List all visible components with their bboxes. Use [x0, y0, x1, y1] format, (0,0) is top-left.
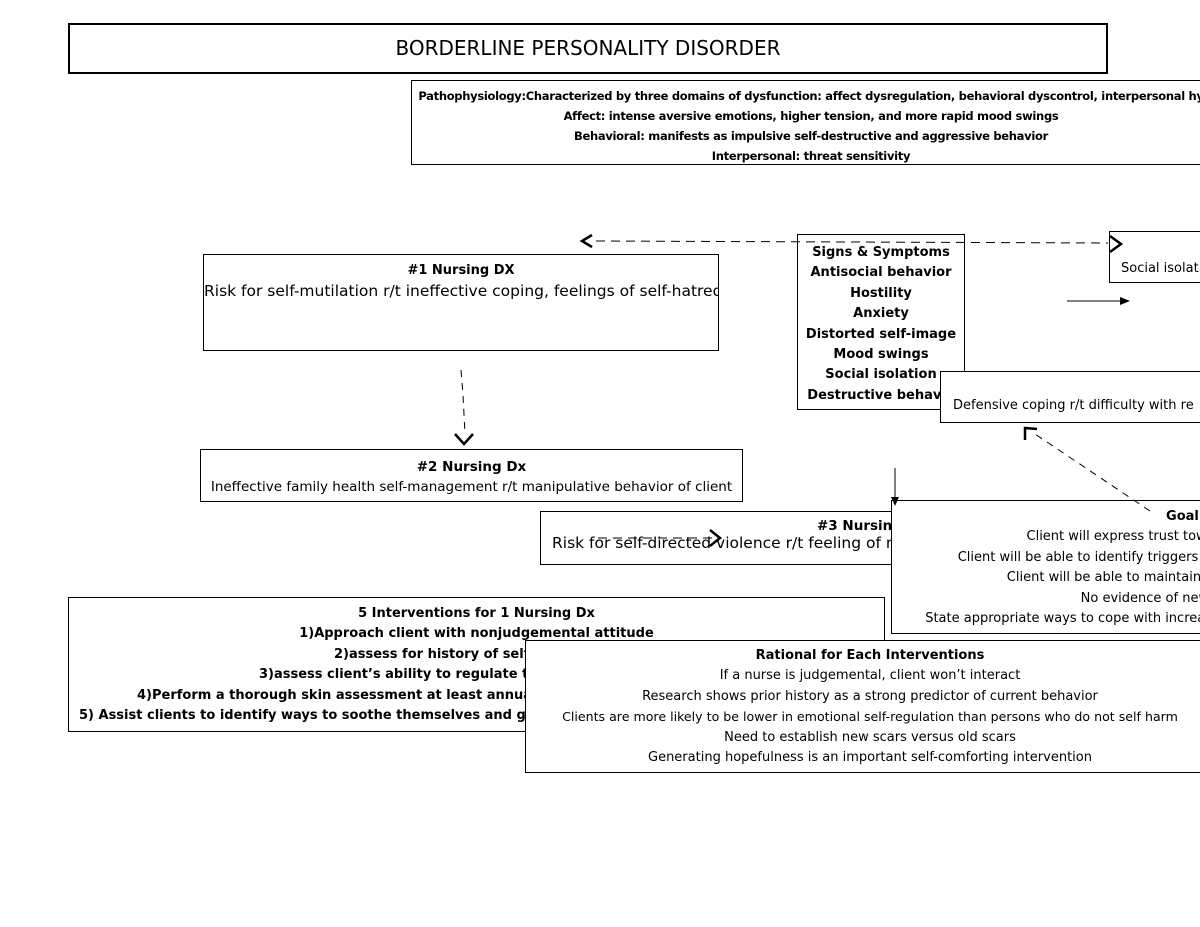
pathophysiology-line: Affect: intense aversive emotions, highe… — [563, 109, 1059, 123]
goal-item: Client will be able to maintain se — [1006, 570, 1200, 586]
pathophysiology-box: Pathophysiology:Characterized by three d… — [411, 80, 1200, 165]
interventions-heading: 5 Interventions for 1 Nursing Dx — [358, 606, 595, 621]
goals-heading: Goal fo — [1166, 509, 1200, 524]
nursing-dx-3-heading: #3 Nursing — [817, 518, 902, 534]
goal-item: No evidence of new s — [1080, 590, 1200, 606]
nursing-dx-1-text: Risk for self-mutilation r/t ineffective… — [204, 282, 719, 300]
intervention-item: 1)Approach client with nonjudgemental at… — [299, 626, 654, 642]
rationale-item: Need to establish new scars versus old s… — [724, 729, 1016, 745]
nursing-dx-2-box: #2 Nursing Dx Ineffective family health … — [200, 449, 743, 502]
signs-symptoms-heading: Signs & Symptoms — [812, 245, 950, 260]
symptom-item: Anxiety — [853, 306, 909, 322]
rationales-box: Rational for Each Interventions If a nur… — [525, 640, 1200, 773]
solid-arrow-right — [1067, 297, 1130, 305]
nursing-dx-2-heading: #2 Nursing Dx — [416, 459, 527, 475]
symptom-item: Social isolation — [825, 367, 937, 383]
nursing-dx-3-box: #3 Nursing Risk for self-directed violen… — [540, 511, 910, 565]
symptom-item: Antisocial behavior — [810, 265, 952, 281]
rationale-item: If a nurse is judgemental, client won’t … — [719, 668, 1021, 684]
nursing-dx-3-text: Risk for self-directed violence r/t feel… — [552, 534, 906, 552]
goals-box: Goal fo Client will express trust towar … — [891, 500, 1200, 634]
defensive-coping-box: Defensive coping r/t difficulty with re — [940, 371, 1200, 423]
diagram-title: BORDERLINE PERSONALITY DISORDER — [395, 36, 781, 60]
pathophysiology-line: Pathophysiology:Characterized by three d… — [418, 89, 1200, 103]
nursing-dx-2-text: Ineffective family health self-managemen… — [210, 479, 733, 495]
pathophysiology-line: Behavioral: manifests as impulsive self-… — [574, 129, 1048, 143]
symptom-item: Destructive behavio — [807, 387, 955, 403]
title-box: BORDERLINE PERSONALITY DISORDER — [68, 23, 1108, 74]
goal-item: State appropriate ways to cope with incr… — [925, 611, 1200, 627]
symptom-item: Mood swings — [833, 347, 929, 363]
rationale-item: Research shows prior history as a strong… — [642, 688, 1098, 704]
dashed-connector-dx1-to-dx2 — [454, 369, 474, 446]
intervention-item: 2)assess for history of self-h — [334, 646, 544, 662]
goal-item: Client will express trust towar — [1026, 529, 1200, 545]
rationale-item: Clients are more likely to be lower in e… — [562, 709, 1178, 725]
defensive-coping-text: Defensive coping r/t difficulty with re — [953, 398, 1194, 413]
social-isolation-text: Social isolat — [1121, 261, 1199, 276]
intervention-item: 5) Assist clients to identify ways to so… — [79, 708, 568, 724]
symptom-item: Hostility — [850, 285, 912, 301]
dashed-connector-goals-to-defensive — [1023, 426, 1151, 512]
goal-item: Client will be able to identify triggers… — [957, 549, 1200, 565]
intervention-item: 3)assess client’s ability to regulate th… — [259, 667, 551, 683]
intervention-item: 4)Perform a thorough skin assessment at … — [137, 687, 563, 703]
nursing-dx-1-box: #1 Nursing DX Risk for self-mutilation r… — [203, 254, 719, 351]
social-isolation-box: Social isolat — [1109, 231, 1200, 283]
pathophysiology-line: Interpersonal: threat sensitivity — [711, 149, 911, 163]
signs-symptoms-box: Signs & Symptoms Antisocial behavior Hos… — [797, 234, 965, 410]
nursing-dx-1-heading: #1 Nursing DX — [407, 263, 515, 278]
rationale-item: Generating hopefulness is an important s… — [648, 750, 1092, 766]
rationales-heading: Rational for Each Interventions — [755, 648, 985, 663]
symptom-item: Distorted self-image — [805, 326, 957, 342]
